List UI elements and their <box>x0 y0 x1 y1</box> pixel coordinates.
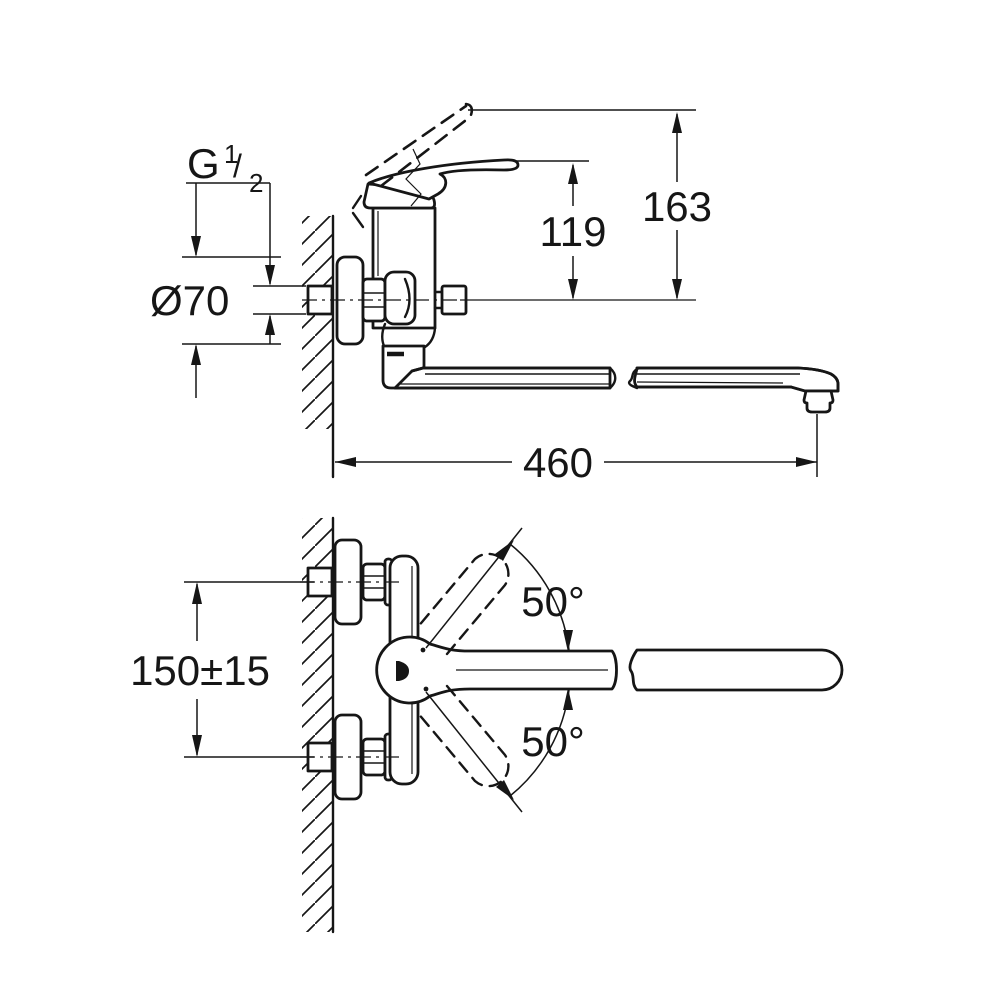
spout-break-right-edge <box>627 366 641 390</box>
dimensions-side: G 1 / 2 Ø70 <box>150 109 818 486</box>
arrowhead <box>568 163 578 184</box>
union-spacing-label: 150±15 <box>130 647 270 694</box>
arrowhead <box>672 279 682 300</box>
thread-numerator: 1 <box>224 139 238 169</box>
arrowhead <box>495 540 514 561</box>
plan-arm-swivel-lower <box>415 684 510 788</box>
raised-lever-edge <box>364 104 468 177</box>
spout-left-fill <box>393 366 612 390</box>
side-view: G 1 / 2 Ø70 <box>150 102 840 486</box>
arrowhead <box>672 112 682 133</box>
plan-arm-end <box>628 648 844 692</box>
arrowhead <box>496 780 514 800</box>
dimensions-plan: 150±15 50° 50° <box>130 527 585 813</box>
raised-lever-tip <box>464 102 474 117</box>
arrowhead <box>563 630 573 652</box>
knob-dot <box>420 647 426 653</box>
spout-break-left-edge <box>608 366 617 390</box>
raised-lever-edge <box>379 115 472 188</box>
lever-height-label: 119 <box>540 208 607 255</box>
spout-top-left <box>410 366 612 373</box>
raised-lever-dash <box>351 194 363 210</box>
wall-hatch-side <box>302 216 333 429</box>
cartridge-cap-curve <box>403 277 411 319</box>
arrowhead <box>191 236 201 257</box>
arrowhead <box>192 735 202 757</box>
knob-dot <box>423 686 429 692</box>
body-waist-right <box>423 326 437 349</box>
arrowhead <box>192 582 202 604</box>
arrowhead <box>335 457 356 467</box>
wall-section-side <box>302 214 335 479</box>
mixer-side <box>302 102 840 414</box>
arrowhead <box>265 265 275 286</box>
spout-inner-bottom-right <box>636 381 784 384</box>
plan-arm-swivel-upper <box>415 552 510 656</box>
arrowhead <box>191 344 201 365</box>
thread-slash: / <box>233 148 242 184</box>
swivel-angle-upper-label: 50° <box>521 578 585 625</box>
raised-lever-dash <box>351 211 365 229</box>
arrowhead <box>568 279 578 300</box>
swivel-angle-lower-label: 50° <box>521 718 585 765</box>
arrowhead <box>563 688 573 710</box>
spout-tip-step <box>789 385 807 393</box>
knob-mark <box>396 661 409 681</box>
body-waist-left <box>381 322 387 348</box>
arrowhead <box>265 314 275 335</box>
lever-handle <box>367 158 520 201</box>
thread-prefix: G <box>187 140 220 187</box>
escutcheon-diameter-label: Ø70 <box>150 277 229 324</box>
plan-view: 150±15 50° 50° <box>130 516 844 934</box>
arrowhead <box>796 457 817 467</box>
spout-tip-outline <box>635 366 840 393</box>
thread-size-label: G 1 / 2 <box>187 139 263 198</box>
lever-handle-raised <box>351 102 474 229</box>
lever-raised-height-label: 163 <box>642 183 712 230</box>
aerator <box>802 389 835 414</box>
mixer-plan <box>300 538 844 801</box>
spout-reach-label: 460 <box>523 439 593 486</box>
